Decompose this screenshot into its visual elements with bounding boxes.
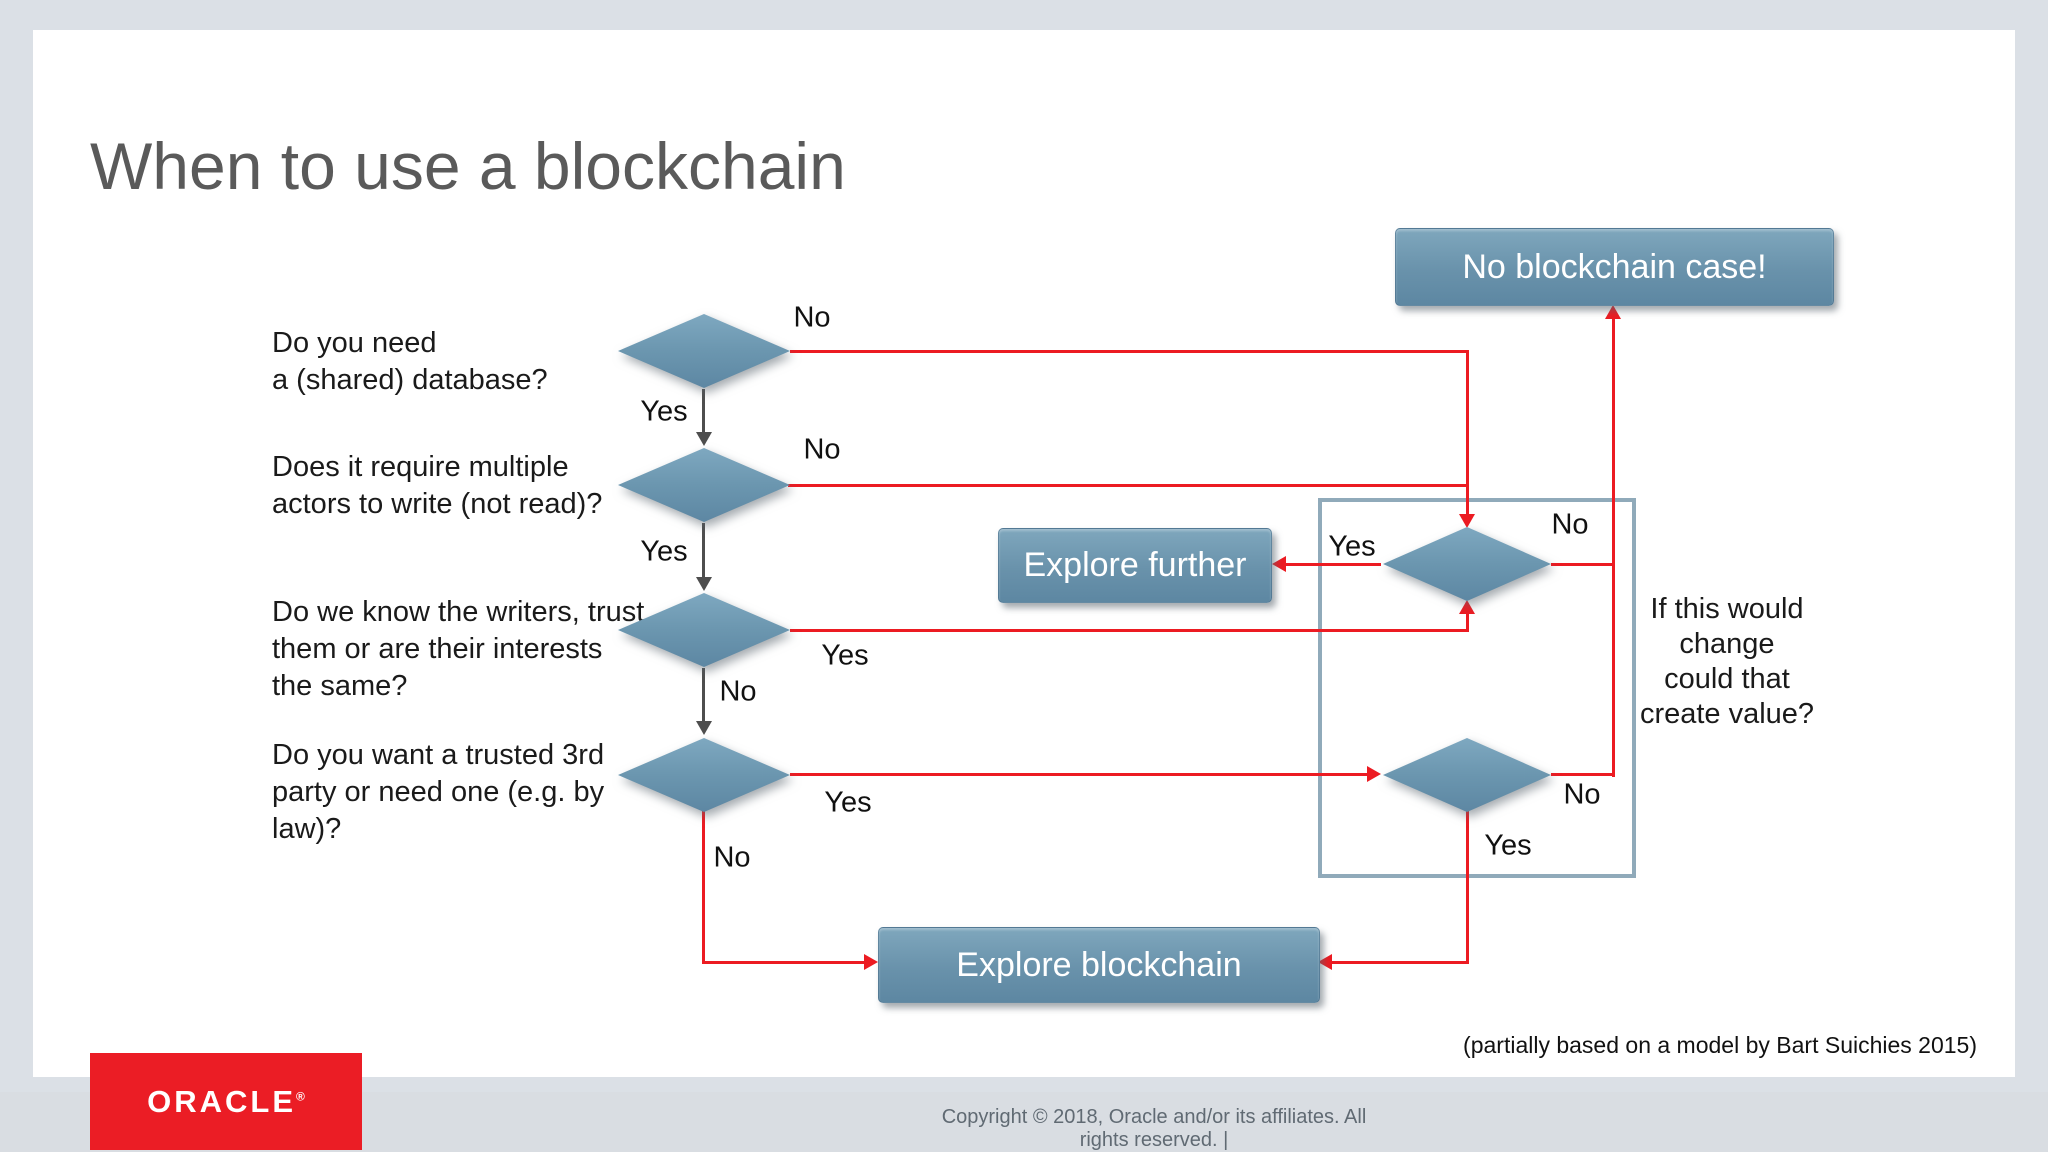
decision-diamond-1 <box>618 314 790 388</box>
decision-diamond-4 <box>618 738 790 812</box>
arrow-up-icon <box>1605 305 1621 319</box>
connector-d2-no <box>788 484 1469 487</box>
flow-label-d4-yes: Yes <box>824 786 872 819</box>
oracle-wordmark: ORACLE® <box>147 1084 305 1120</box>
flow-label-d3-no: No <box>719 675 757 708</box>
diamond-shape <box>618 448 790 522</box>
arrow-right-icon <box>864 954 878 970</box>
side-note-line1: If this would <box>1650 593 1804 625</box>
arrow-down-icon <box>1459 514 1475 528</box>
oracle-logo-text: ORACLE <box>147 1083 297 1119</box>
arrow-up-icon <box>1459 600 1475 614</box>
decision-diamond-2 <box>618 448 790 522</box>
arrow-down-icon <box>696 432 712 446</box>
arrow-down-icon <box>696 721 712 735</box>
side-note-line3: could that <box>1664 663 1790 695</box>
question-2: Does it require multiple actors to write… <box>272 449 602 523</box>
arrow-left-icon <box>1318 954 1332 970</box>
question-4-line1: Do you want a trusted 3rd <box>272 739 605 771</box>
connector-db-yes-drop <box>1466 809 1469 964</box>
side-note-line4: create value? <box>1639 698 1815 730</box>
side-note: If this would change could that create v… <box>1617 592 1837 732</box>
question-1-line1: Do you need <box>272 327 437 359</box>
connector-d3-yes-riser <box>1466 614 1469 632</box>
attribution: (partially based on a model by Bart Suic… <box>1463 1032 1977 1058</box>
connector-db-no <box>1551 773 1615 776</box>
flow-label-d1-no: No <box>793 301 831 334</box>
copyright: Copyright © 2018, Oracle and/or its affi… <box>941 1106 1367 1151</box>
question-4-line2: party or need one (e.g. by <box>272 776 605 808</box>
explore-further-box: Explore further <box>998 528 1272 603</box>
question-3-line1: Do we know the writers, trust <box>272 596 645 628</box>
question-3-line2: them or are their interests <box>272 633 603 665</box>
decision-diamond-a <box>1383 527 1551 601</box>
connector-into-diamond-a <box>1466 350 1469 516</box>
flow-label-da-yes: Yes <box>1328 530 1376 563</box>
diamond-shape <box>618 593 790 667</box>
connector-d4-no-drop <box>702 809 705 964</box>
connector-da-no <box>1551 563 1615 566</box>
connector-db-yes <box>1332 961 1469 964</box>
connector-d2-d3 <box>702 523 705 578</box>
connector-d4-yes <box>790 773 1367 776</box>
question-3: Do we know the writers, trust them or ar… <box>272 594 644 705</box>
flow-label-db-yes: Yes <box>1484 829 1532 862</box>
connector-da-yes <box>1286 563 1381 566</box>
question-2-line1: Does it require multiple <box>272 451 569 483</box>
connector-d3-d4 <box>702 668 705 722</box>
decision-diamond-3 <box>618 593 790 667</box>
registered-mark: ® <box>296 1089 305 1104</box>
flow-label-d1-yes: Yes <box>640 395 688 428</box>
flow-label-d2-no: No <box>803 433 841 466</box>
diamond-shape <box>1383 527 1551 601</box>
question-1: Do you need a (shared) database? <box>272 325 548 399</box>
flow-label-d3-yes: Yes <box>821 639 869 672</box>
connector-d4-no <box>702 961 864 964</box>
flow-label-d4-no: No <box>713 841 751 874</box>
oracle-logo: ORACLE® <box>90 1053 362 1150</box>
decision-diamond-b <box>1383 738 1551 812</box>
arrow-left-icon <box>1272 556 1286 572</box>
page-title: When to use a blockchain <box>90 129 846 203</box>
diamond-shape <box>618 738 790 812</box>
side-note-line2: change <box>1679 628 1775 660</box>
connector-no-trunk <box>1612 319 1615 777</box>
connector-d1-d2 <box>702 389 705 433</box>
question-1-line2: a (shared) database? <box>272 364 548 396</box>
scope-container <box>1318 498 1636 878</box>
explore-blockchain-box: Explore blockchain <box>878 927 1320 1003</box>
question-3-line3: the same? <box>272 670 408 702</box>
diamond-shape <box>1383 738 1551 812</box>
arrow-right-icon <box>1367 766 1381 782</box>
flow-label-db-no: No <box>1563 778 1601 811</box>
diamond-shape <box>618 314 790 388</box>
question-4: Do you want a trusted 3rd party or need … <box>272 737 604 848</box>
connector-d1-no <box>790 350 1468 353</box>
question-4-line3: law)? <box>272 813 342 845</box>
flow-label-da-no: No <box>1551 508 1589 541</box>
flow-label-d2-yes: Yes <box>640 535 688 568</box>
question-2-line2: actors to write (not read)? <box>272 488 603 520</box>
connector-d3-yes <box>790 629 1469 632</box>
no-blockchain-case-box: No blockchain case! <box>1395 228 1834 306</box>
arrow-down-icon <box>696 577 712 591</box>
